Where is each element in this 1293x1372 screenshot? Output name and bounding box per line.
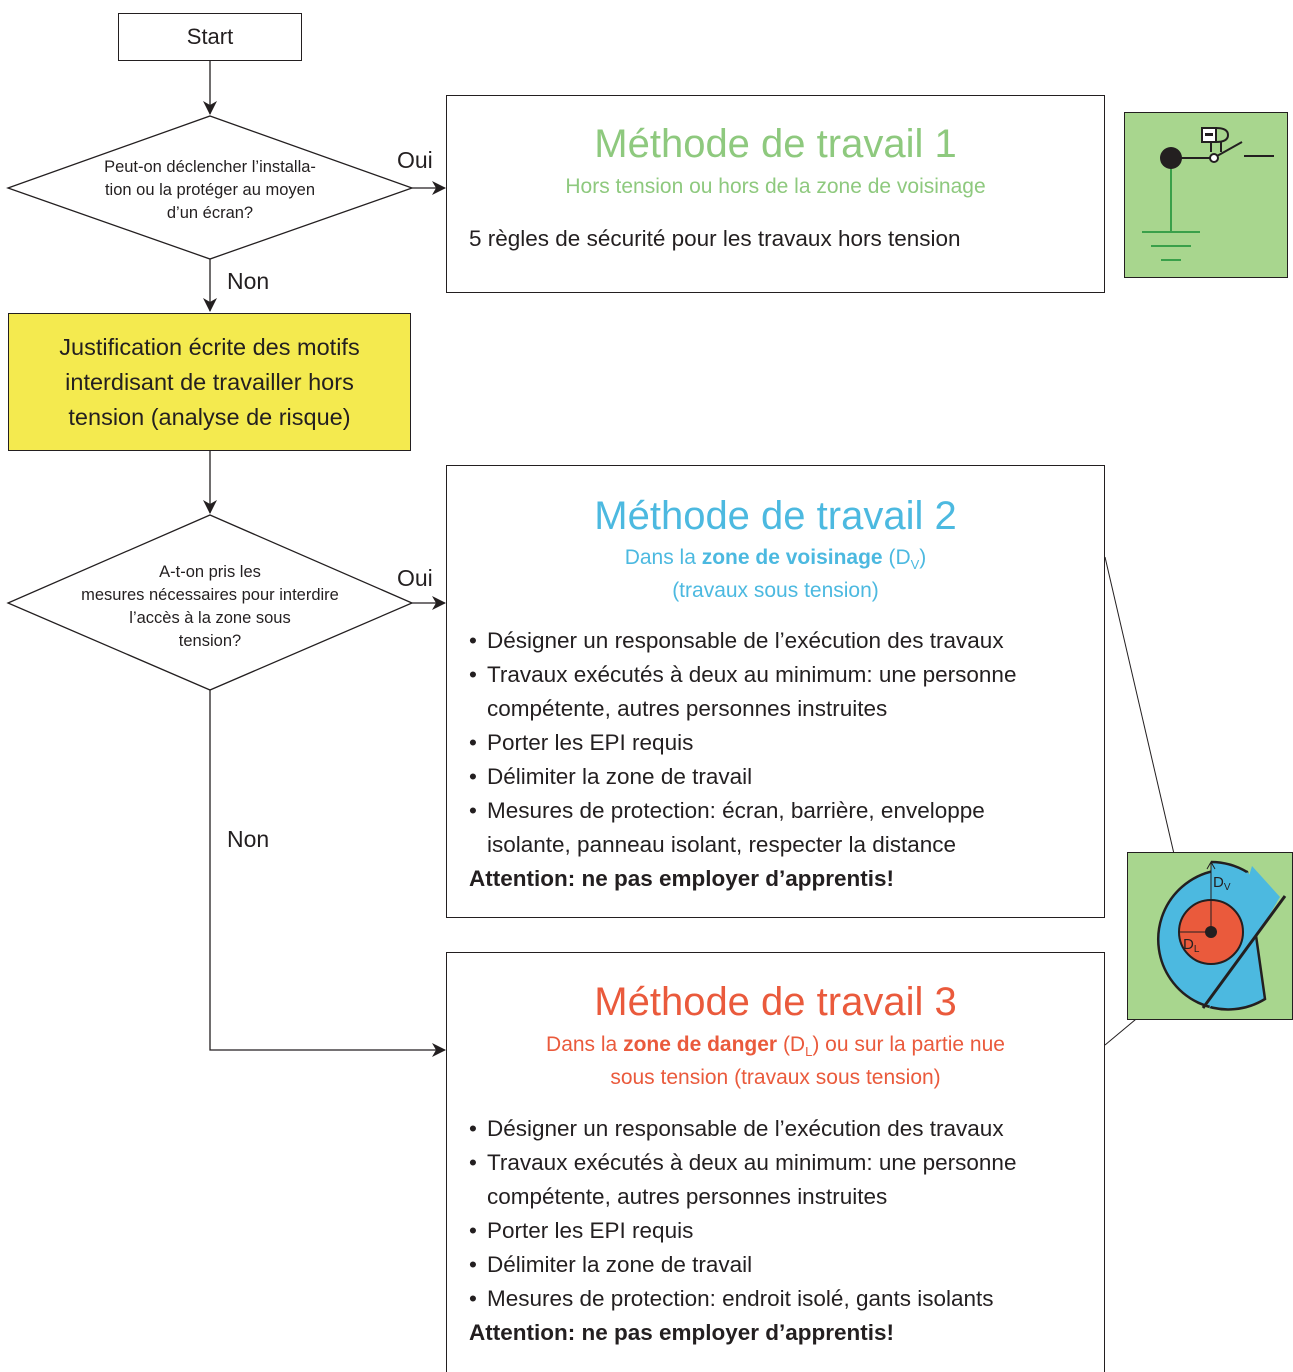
method3-subtitle-zone: zone de danger bbox=[623, 1033, 778, 1056]
dv-sub: V bbox=[1223, 882, 1231, 893]
decision2-line: tension? bbox=[178, 632, 242, 650]
decision1-line: d’un écran? bbox=[166, 204, 254, 222]
decision2-line: A-t-on pris les bbox=[159, 563, 261, 581]
justification-box: Justification écrite des motifs interdis… bbox=[8, 313, 411, 451]
pointer-method2-to-figure bbox=[1104, 556, 1185, 885]
method3-title: Méthode de travail 3 bbox=[594, 980, 957, 1024]
method2-bullet: Délimiter la zone de travail bbox=[469, 760, 1069, 794]
method2-subtitle-paren: (D bbox=[882, 546, 911, 569]
decision2-question: A-t-on pris les mesures nécessaires pour… bbox=[40, 561, 380, 653]
dl-label: D bbox=[1183, 936, 1194, 953]
method3-subtitle-sub: L bbox=[805, 1044, 813, 1059]
start-label: Start bbox=[186, 24, 234, 49]
method3-subtitle: Dans la zone de danger (DL) ou sur la pa… bbox=[446, 1029, 1105, 1093]
dv-label: D bbox=[1213, 874, 1224, 891]
decision1-line: Peut-on déclencher l’installa- bbox=[104, 158, 316, 176]
method3-subtitle-line2: sous tension (travaux sous tension) bbox=[610, 1066, 941, 1089]
method1-body: 5 règles de sécurité pour les travaux ho… bbox=[469, 226, 961, 251]
edge-decision2-no bbox=[209, 690, 446, 1057]
method2-body: Désigner un responsable de l’exécution d… bbox=[469, 624, 1069, 896]
method3-subtitle-paren: (D bbox=[777, 1033, 806, 1056]
method2-subtitle-close: ) bbox=[919, 546, 927, 569]
decision2-no-label: Non bbox=[227, 826, 270, 852]
justification-line: interdisant de travailler hors bbox=[65, 368, 354, 395]
zone-figure: DV DL bbox=[1127, 852, 1293, 1020]
decision1-no-label: Non bbox=[227, 268, 270, 294]
method2-bullet: Travaux exécutés à deux au minimum: une … bbox=[469, 658, 1069, 726]
dl-sub: L bbox=[1193, 944, 1200, 955]
method3-bullet: Travaux exécutés à deux au minimum: une … bbox=[469, 1146, 1069, 1214]
method1-subtitle: Hors tension ou hors de la zone de voisi… bbox=[565, 175, 986, 198]
method2-subtitle-pre: Dans la bbox=[624, 546, 702, 569]
method2-bullet: Désigner un responsable de l’exécution d… bbox=[469, 624, 1069, 658]
start-node bbox=[118, 13, 302, 61]
method2-subtitle-sub: V bbox=[910, 557, 920, 572]
disconnect-ground-icon bbox=[1124, 112, 1288, 278]
method3-subtitle-pre: Dans la bbox=[546, 1033, 624, 1056]
method3-bullet: Délimiter la zone de travail bbox=[469, 1248, 1069, 1282]
method3-warning: Attention: ne pas employer d’apprentis! bbox=[469, 1320, 895, 1345]
method1-box bbox=[446, 95, 1105, 293]
method3-subtitle-close: ) ou sur la partie nue bbox=[812, 1033, 1005, 1056]
method3-bullet: Mesures de protection: endroit isolé, ga… bbox=[469, 1282, 1069, 1316]
method3-bullet: Porter les EPI requis bbox=[469, 1214, 1069, 1248]
justification-line: tension (analyse de risque) bbox=[68, 403, 351, 430]
decision1-question: Peut-on déclencher l’installa- tion ou l… bbox=[60, 156, 360, 225]
method2-subtitle: Dans la zone de voisinage (DV) (travaux … bbox=[446, 542, 1105, 606]
method3-bullet: Désigner un responsable de l’exécution d… bbox=[469, 1112, 1069, 1146]
decision1-yes-label: Oui bbox=[397, 147, 433, 173]
method2-subtitle-zone: zone de voisinage bbox=[701, 546, 883, 569]
method2-title: Méthode de travail 2 bbox=[594, 494, 957, 538]
method3-body: Désigner un responsable de l’exécution d… bbox=[469, 1112, 1069, 1350]
method2-subtitle-line2: (travaux sous tension) bbox=[672, 579, 879, 602]
decision2-line: mesures nécessaires pour interdire bbox=[81, 586, 339, 604]
justification-line: Justification écrite des motifs bbox=[59, 333, 360, 360]
method1-title: Méthode de travail 1 bbox=[594, 122, 957, 166]
decision1-line: tion ou la protéger au moyen bbox=[104, 181, 316, 199]
method2-bullet: Mesures de protection: écran, barrière, … bbox=[469, 794, 1069, 862]
method2-bullet: Porter les EPI requis bbox=[469, 726, 1069, 760]
decision2-yes-label: Oui bbox=[397, 565, 433, 591]
decision2-line: l’accès à la zone sous bbox=[129, 609, 291, 627]
method2-warning: Attention: ne pas employer d’apprentis! bbox=[469, 866, 895, 891]
